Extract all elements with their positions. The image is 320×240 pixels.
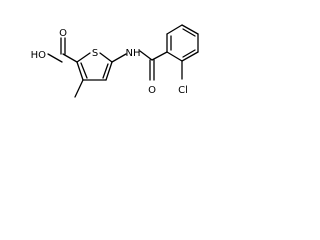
bond-c5-n — [111, 53, 127, 63]
hydroxyl-label: HO — [31, 50, 47, 61]
chlorine-label: Cl — [178, 85, 188, 96]
bond-ar3-ar4-inner — [182, 28, 196, 37]
chemical-structure: HO O S NH O Cl — [31, 24, 199, 98]
carboxyl-oxygen-label: O — [59, 28, 67, 39]
bond-methyl — [74, 79, 84, 98]
bond-ar5-ar6-inner — [182, 49, 196, 58]
nh-label: NH — [126, 48, 141, 59]
bond-c5-c4-inner — [102, 63, 109, 79]
sulfur-label: S — [92, 48, 98, 59]
bonds — [47, 24, 199, 98]
bond-c3-c2-inner — [80, 62, 88, 79]
bond-c5-c4 — [105, 61, 113, 81]
amide-oxygen-label: O — [148, 85, 156, 96]
bond-n-carbonyl — [139, 50, 153, 61]
bond-c3-c2 — [76, 61, 84, 81]
bond-s-c5 — [99, 52, 113, 63]
bond-ar5-ar6 — [181, 51, 199, 62]
bond-c2-s — [76, 52, 91, 63]
bond-ring-carboxyl — [62, 53, 78, 63]
bond-ar3-ar4 — [181, 24, 199, 35]
bond-ar2-ar3 — [166, 24, 183, 35]
atom-labels: HO O S NH O Cl — [31, 28, 188, 96]
bond-carboxyl-c-oh — [47, 53, 63, 63]
bond-carbonyl-aryl — [151, 51, 168, 61]
bond-ar6-ar1 — [166, 51, 183, 62]
